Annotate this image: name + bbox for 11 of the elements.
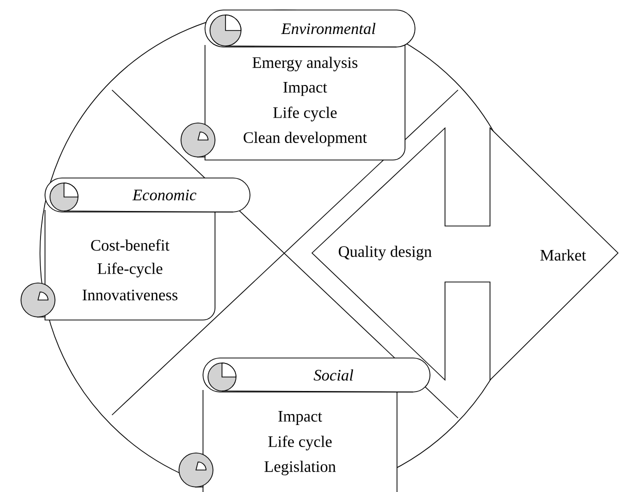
- scroll-box: Economic Cost-benefit Life-cycle Innovativeness: [20, 178, 250, 320]
- node-label: Legislation: [264, 460, 336, 476]
- node-label: Environmental: [281, 22, 376, 34]
- node-label: Economic: [132, 190, 196, 200]
- node-label: Impact: [278, 411, 322, 425]
- scroll-box: Social Impact Life cycle Legislation: [178, 358, 430, 492]
- node-label: Quality design: [338, 246, 432, 260]
- scroll-box: Environmental Emergy analysis Impact Life cycle Clean development: [180, 10, 416, 160]
- node-label: Social: [314, 369, 354, 381]
- node-label: Life cycle: [268, 436, 332, 450]
- node-label: Market: [540, 249, 586, 261]
